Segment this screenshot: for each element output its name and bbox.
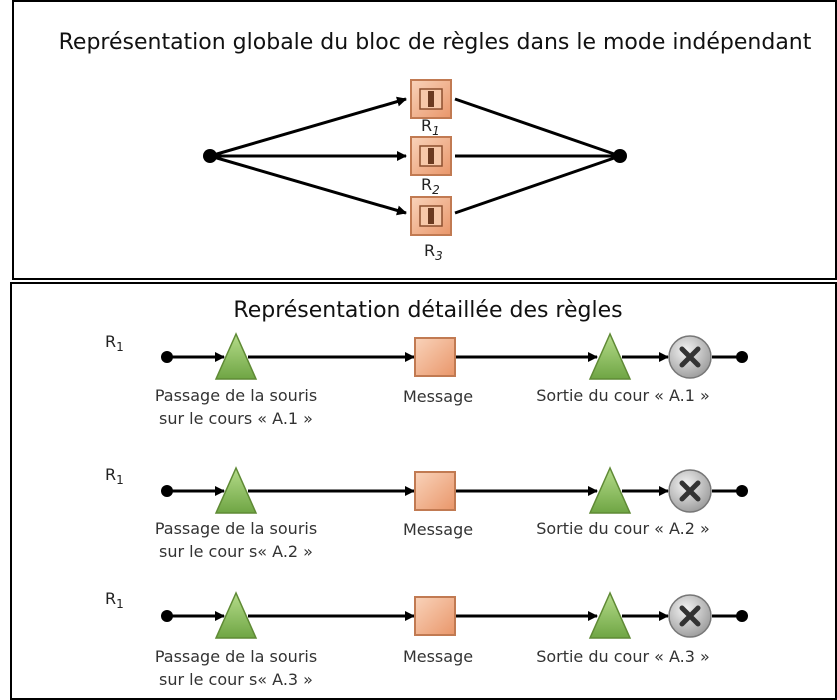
exit-caption: Sortie du cour « A.2 »	[536, 519, 710, 538]
row-start-node	[161, 610, 173, 622]
rule-label-r3: R3	[424, 241, 443, 263]
global-start-node	[203, 149, 217, 163]
action-caption: Message	[403, 387, 473, 406]
exit-triangle	[588, 332, 632, 380]
row-end-node	[736, 610, 748, 622]
row-label: R1	[105, 589, 124, 611]
row-start-node	[161, 485, 173, 497]
trigger-triangle	[214, 466, 258, 514]
end-cross-icon	[668, 469, 712, 513]
global-edges	[209, 96, 621, 216]
trigger-caption: Passage de la souris	[155, 519, 317, 538]
trigger-caption: Passage de la souris	[155, 647, 317, 666]
message-box	[414, 471, 456, 511]
action-caption: Message	[403, 647, 473, 666]
rule-row-3: R1 Passage de la souris sur le cour s« A…	[105, 589, 748, 689]
global-panel-title: Représentation globale du bloc de règles…	[59, 30, 812, 55]
rule-box-r1	[410, 79, 452, 119]
end-cross-icon	[668, 594, 712, 638]
message-box	[414, 337, 456, 377]
rule-label-r1: R1	[421, 116, 440, 138]
row-end-node	[736, 351, 748, 363]
trigger-triangle	[214, 332, 258, 380]
exit-caption: Sortie du cour « A.3 »	[536, 647, 710, 666]
rule-row-1: R1 Passage de la souris sur le cours « A…	[105, 332, 748, 428]
trigger-triangle	[214, 591, 258, 639]
trigger-caption: Passage de la souris	[155, 386, 317, 405]
global-panel-frame	[12, 0, 837, 280]
row-start-node	[161, 351, 173, 363]
exit-triangle	[588, 591, 632, 639]
row-label: R1	[105, 465, 124, 487]
action-caption: Message	[403, 520, 473, 539]
detail-panel-frame	[10, 282, 837, 700]
global-end-node	[613, 149, 627, 163]
end-cross-icon	[668, 335, 712, 379]
row-label: R1	[105, 332, 124, 354]
exit-caption: Sortie du cour « A.1 »	[536, 386, 710, 405]
row-end-node	[736, 485, 748, 497]
rule-label-r2: R2	[421, 175, 440, 197]
detail-panel-title: Représentation détaillée des règles	[233, 298, 622, 323]
rule-box-r2	[410, 136, 452, 176]
trigger-caption-line2: sur le cour s« A.2 »	[159, 542, 313, 561]
trigger-caption-line2: sur le cour s« A.3 »	[159, 670, 313, 689]
trigger-caption-line2: sur le cours « A.1 »	[159, 409, 313, 428]
rule-row-2: R1 Passage de la souris sur le cour s« A…	[105, 465, 748, 561]
message-box	[414, 596, 456, 636]
exit-triangle	[588, 466, 632, 514]
rule-box-r3	[410, 196, 452, 236]
